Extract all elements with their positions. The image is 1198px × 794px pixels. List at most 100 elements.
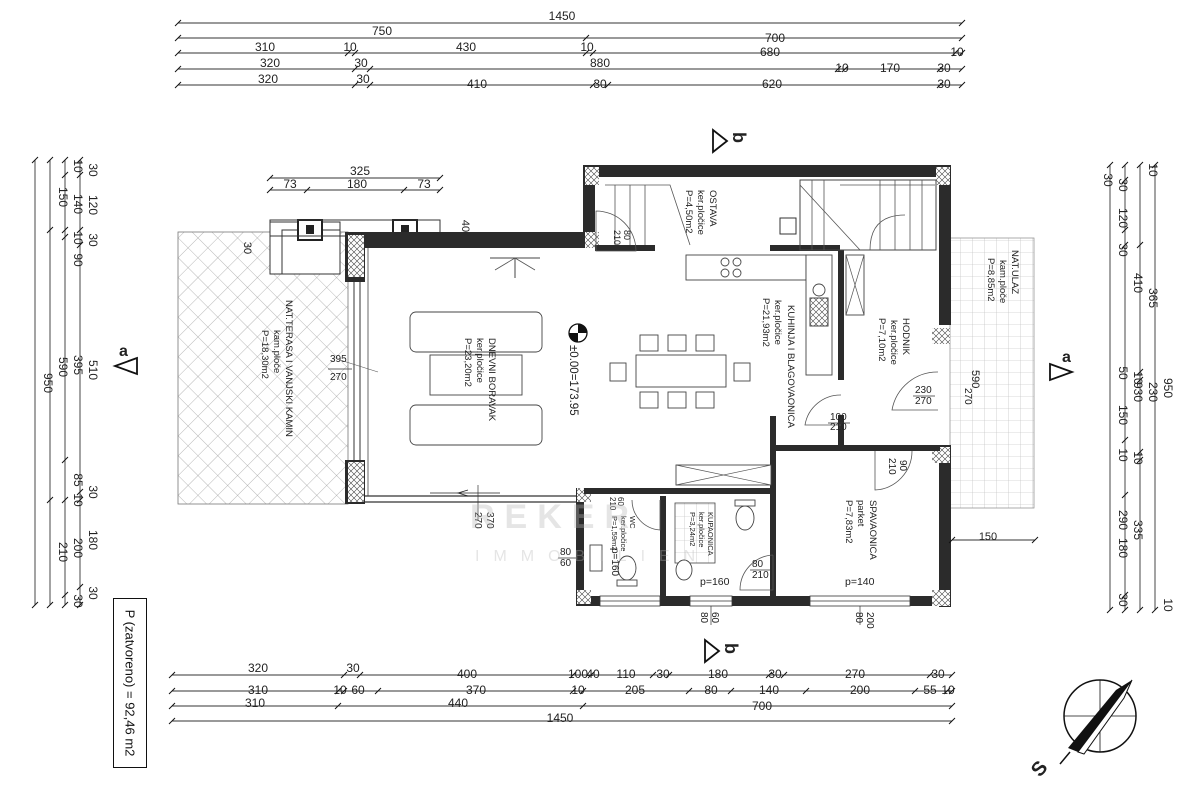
dim-right-c3-5: 50 — [1116, 366, 1130, 380]
dim-right-c3-6: 150 — [1116, 405, 1130, 425]
dim-bot-r2-11: 10 — [941, 683, 955, 697]
dim-right-c3-2: 120 — [1116, 208, 1130, 228]
section-left-label: a — [119, 343, 128, 360]
storage-door-height: 210 — [612, 230, 622, 245]
storage-area-value: P=4,50m2 — [683, 190, 694, 234]
dim-bot-r1-7: 30 — [656, 667, 670, 681]
dim-left-c3-3: 10 — [71, 231, 85, 245]
north-arrow-icon: S — [1027, 679, 1137, 781]
bedroom-floor: parket — [855, 500, 866, 527]
living-label: DNEVNI BORAVAK ker.pločice P=23,20m2 — [462, 338, 497, 422]
terrace-label: NAT.TERASA I VANJSKI KAMIN kam.ploče P=1… — [259, 300, 294, 437]
entry-window-dim: 590 — [969, 370, 981, 388]
dim-top-r4-6: 30 — [937, 61, 951, 75]
dim-right-c3-4: 410 — [1131, 273, 1145, 293]
dim-bot-r1-9: 30 — [768, 667, 782, 681]
dim-top-r5-6: 30 — [937, 77, 951, 91]
dim-left-c2-3: 210 — [56, 542, 70, 562]
hall-door-width: 90 — [897, 460, 908, 472]
dim-bot-r1-4: 100 — [568, 667, 588, 681]
dim-right-c4-2: 230 — [1146, 382, 1160, 402]
terrace-door-height: 270 — [472, 512, 483, 529]
win2-width: 200 — [864, 612, 875, 629]
dim-right-c2-2: 365 — [1146, 288, 1160, 308]
wc-area-value: P=1,59m2 — [610, 516, 619, 550]
dim-top-r5-5: 620 — [762, 77, 782, 91]
terrace-top-dim: 270 — [962, 388, 973, 405]
dim-left-c3-6: 10 — [71, 493, 85, 507]
living-name: DNEVNI BORAVAK — [486, 338, 497, 422]
living-furniture — [409, 257, 543, 446]
dim-bot-r1-10: 270 — [845, 667, 865, 681]
entry-floor: kam.ploče — [997, 260, 1008, 303]
section-marker-top: b — [712, 128, 749, 154]
terrace-dim-2: 180 — [347, 177, 367, 191]
dim-left-c4-5: 510 — [86, 360, 100, 380]
dim-bot-r1-8: 180 — [708, 667, 728, 681]
dim-top-r4-3: 880 — [590, 56, 610, 70]
dim-bot-r2-6: 205 — [625, 683, 645, 697]
dim-bot-r3-2: 440 — [448, 696, 468, 710]
win1-width: 60 — [709, 612, 720, 624]
bathroom-fixtures — [589, 499, 756, 587]
bottom-dimension-chain: 320 30 400 100 40 110 30 180 30 270 30 3… — [168, 661, 956, 725]
section-marker-right: a — [1049, 349, 1075, 382]
elevation-marker: ±0.00=173.95 — [567, 323, 588, 416]
dining-table — [609, 334, 751, 409]
living-sliding-door: 370 270 — [430, 485, 500, 529]
bedroom-door: 80 210 — [739, 554, 774, 591]
entry-area: NAT.ULAZ kam.ploče P=8,85m2 590 — [949, 237, 1035, 509]
dim-top-r3-3: 430 — [456, 40, 476, 54]
dim-top-r4-1: 320 — [260, 56, 280, 70]
win2-height: 80 — [853, 612, 864, 624]
storage-floor: ker.pločice — [695, 190, 706, 235]
hall-name: HODNIK — [900, 318, 911, 356]
dim-bot-r3-3: 700 — [752, 699, 772, 713]
north-label: S — [1027, 757, 1052, 781]
bath-door-width: 80 — [752, 559, 764, 570]
terrace-side-dim: 30 — [241, 242, 253, 254]
dim-left-total: 950 — [41, 373, 55, 393]
dim-left-c4-2: 120 — [86, 195, 100, 215]
hall-floor: ker.pločice — [888, 320, 899, 365]
dim-bot-r2-9: 200 — [850, 683, 870, 697]
section-marker-bottom: b — [704, 638, 741, 664]
small-door-height: 210 — [608, 497, 617, 511]
dim-top-r3-5: 680 — [760, 45, 780, 59]
dim-right-c2-4: 335 — [1131, 520, 1145, 540]
watermark-logo: REKER — [470, 498, 640, 536]
terrace-area: 325 73 180 73 30 40 NAT.TERASA I VANJSKI… — [177, 164, 471, 505]
bathroom-floor: ker.pločice — [697, 512, 706, 547]
dim-left-c4-7: 180 — [86, 530, 100, 550]
dim-right-c4-4: 10 — [1131, 451, 1145, 465]
hall-area-value: P=7,10m2 — [876, 318, 887, 362]
kitchen-door-height: 210 — [830, 422, 847, 433]
entry-name: NAT.ULAZ — [1009, 250, 1020, 294]
total-area-box: P (zatvoreno) = 92,46 m2 — [113, 598, 147, 768]
dim-right-c3-8: 290 — [1116, 510, 1130, 530]
small-door-width: 60 — [616, 497, 625, 506]
staircase — [605, 179, 937, 251]
dim-right-c3-9: 180 — [1116, 538, 1130, 558]
storage-door-width: 80 — [622, 230, 632, 240]
dim-bot-r1-1: 320 — [248, 661, 268, 675]
terrace-floor: kam.ploče — [271, 330, 282, 373]
dim-left-c4-8: 30 — [86, 586, 100, 600]
wc-door: 60 210 p=160 80 60 — [558, 497, 661, 577]
dim-top-r3-2: 10 — [343, 40, 357, 54]
watermark-subtitle: IMMOBILIEN — [475, 548, 710, 565]
dim-bot-r2-7: 80 — [704, 683, 718, 697]
terrace-area-value: P=18,30m2 — [259, 330, 270, 379]
dim-left-c3-7: 200 — [71, 538, 85, 558]
dim-bot-r1-2: 30 — [346, 661, 360, 675]
hall-doors: 230 270 100 210 90 210 — [804, 371, 939, 491]
dim-bot-r2-1: 310 — [248, 683, 268, 697]
dim-bot-r1-6: 110 — [616, 667, 635, 681]
dim-right-c4-1: 30 — [1101, 173, 1115, 187]
dim-right-total: 950 — [1161, 378, 1175, 398]
walls — [345, 165, 951, 607]
wc-name: WC — [628, 516, 637, 529]
dim-top-r5-3: 410 — [467, 77, 487, 91]
bathroom-label: KUPAONICA ker.pločice P=3,24m2 — [688, 512, 715, 556]
dim-top-r4-5: 170 — [880, 61, 900, 75]
